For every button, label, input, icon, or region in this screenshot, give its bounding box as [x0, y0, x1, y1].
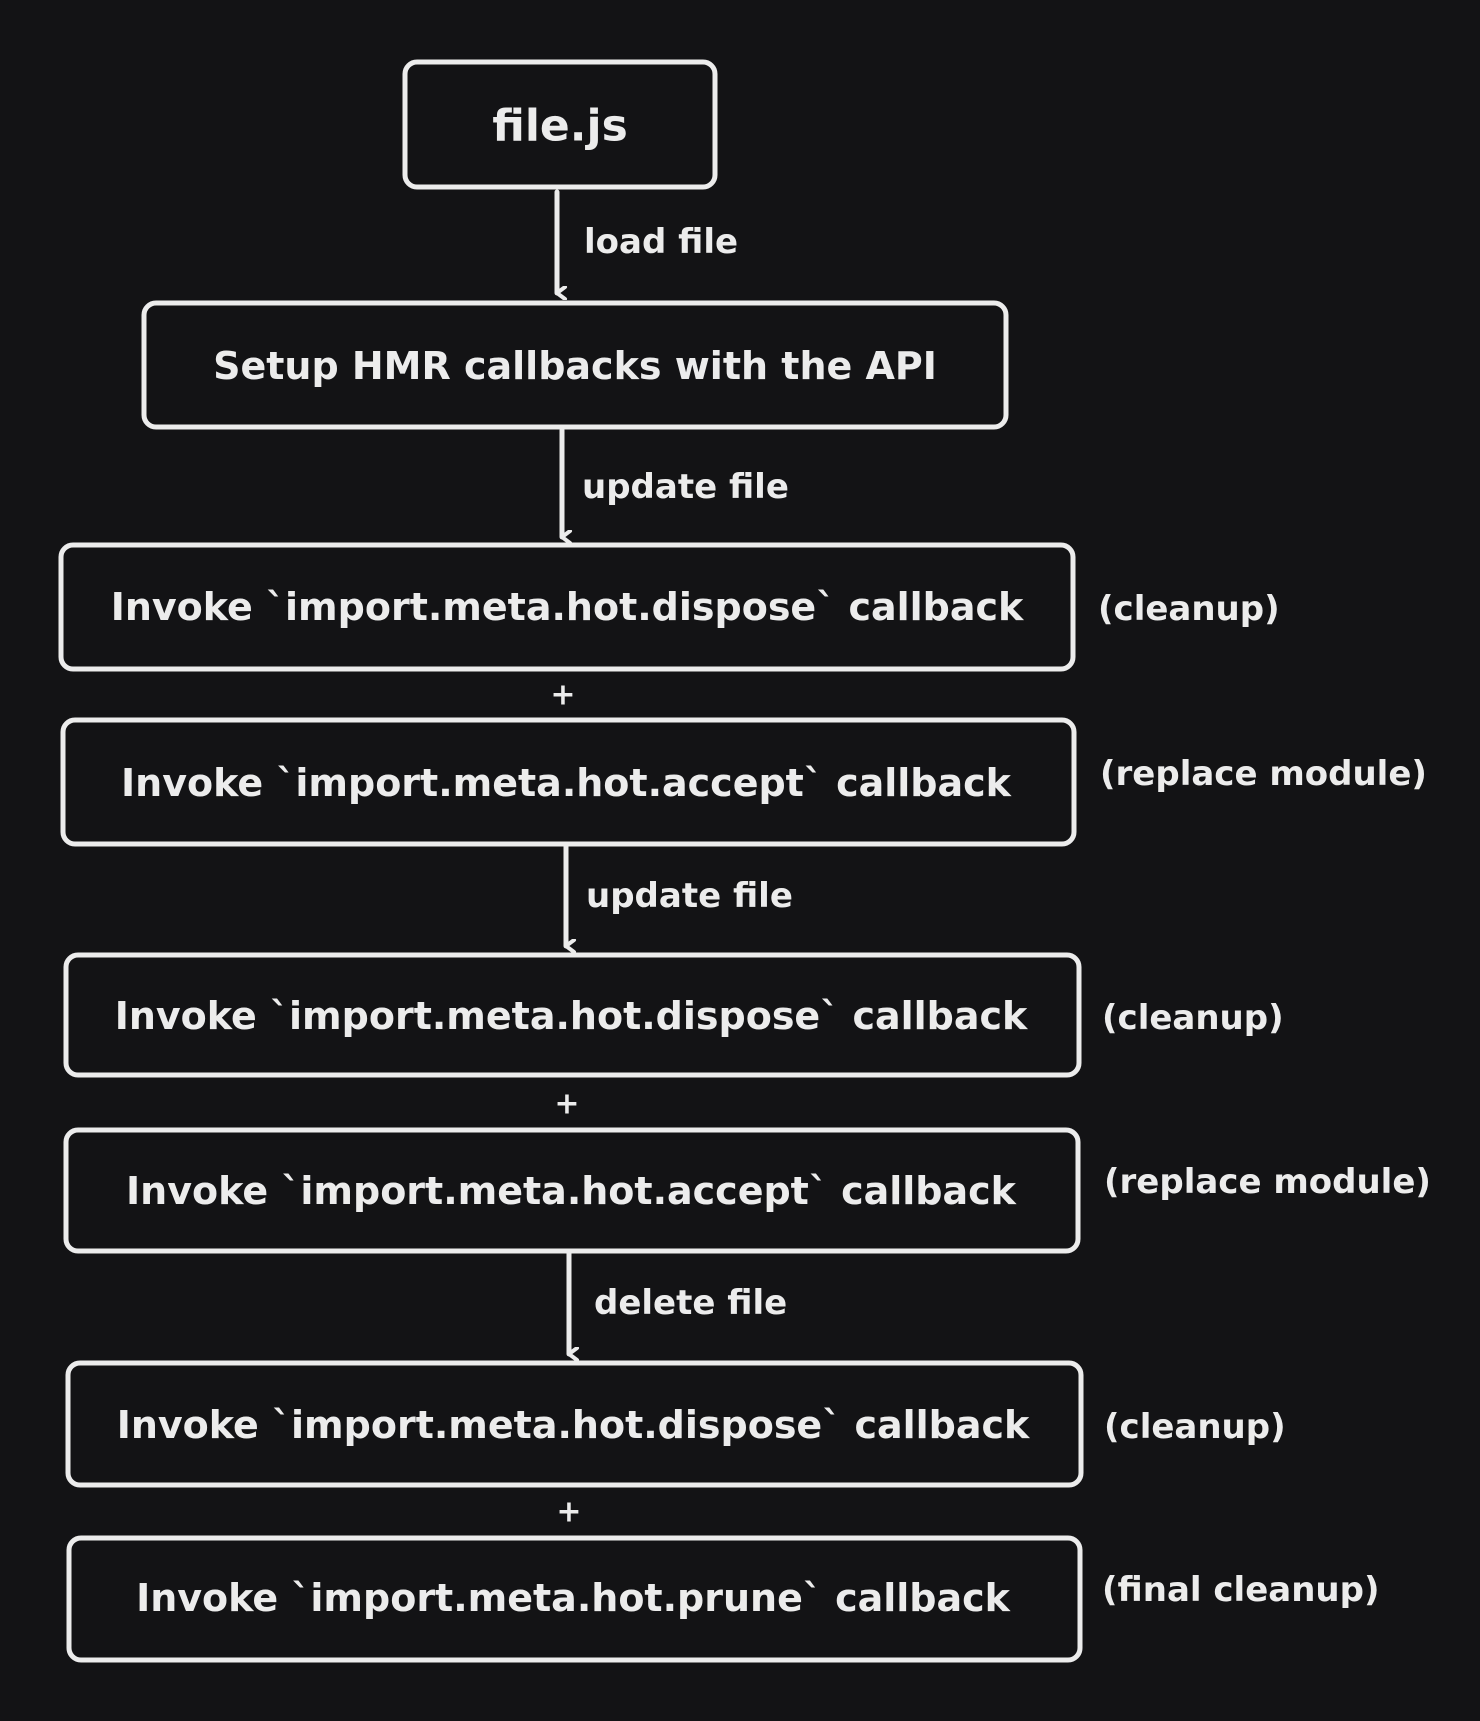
node-accept-1: Invoke `import.meta.hot.accept` callback — [60, 717, 1077, 847]
plus-sign-3: + — [556, 1495, 581, 1530]
edge-load-file: load file — [554, 189, 738, 293]
note-cleanup-3: (cleanup) — [1104, 1407, 1286, 1447]
edge-label-load-file: load file — [584, 222, 738, 262]
note-replace-module-1: (replace module) — [1100, 754, 1427, 794]
note-replace-module-2: (replace module) — [1104, 1162, 1431, 1202]
node-prune: Invoke `import.meta.hot.prune` callback — [66, 1535, 1083, 1663]
note-cleanup-1: (cleanup) — [1098, 589, 1280, 629]
node-label: Invoke `import.meta.hot.dispose` callbac… — [115, 994, 1028, 1038]
node-label: Invoke `import.meta.hot.dispose` callbac… — [117, 1403, 1030, 1447]
node-dispose-2: Invoke `import.meta.hot.dispose` callbac… — [63, 952, 1082, 1078]
plus-sign-2: + — [554, 1087, 579, 1122]
edge-label-delete-file: delete file — [594, 1283, 787, 1323]
plus-sign-1: + — [550, 678, 575, 713]
node-dispose-1: Invoke `import.meta.hot.dispose` callbac… — [58, 542, 1076, 672]
edge-update-file-2: update file — [563, 841, 793, 946]
edge-update-file-1: update file — [559, 427, 789, 537]
edge-label-update-file-2: update file — [586, 876, 793, 916]
node-file-js: file.js — [402, 59, 718, 190]
edge-delete-file: delete file — [566, 1249, 787, 1354]
note-cleanup-2: (cleanup) — [1102, 998, 1284, 1038]
node-label: Invoke `import.meta.hot.accept` callback — [121, 761, 1012, 805]
node-label: Invoke `import.meta.hot.prune` callback — [136, 1576, 1011, 1620]
node-setup-hmr: Setup HMR callbacks with the API — [141, 300, 1009, 430]
note-final-cleanup: (final cleanup) — [1102, 1570, 1379, 1610]
edge-label-update-file-1: update file — [582, 467, 789, 507]
node-label: file.js — [492, 101, 628, 152]
node-label: Invoke `import.meta.hot.dispose` callbac… — [111, 585, 1024, 629]
node-accept-2: Invoke `import.meta.hot.accept` callback — [63, 1127, 1081, 1254]
node-label: Invoke `import.meta.hot.accept` callback — [126, 1169, 1017, 1213]
node-dispose-3: Invoke `import.meta.hot.dispose` callbac… — [65, 1360, 1084, 1488]
node-label: Setup HMR callbacks with the API — [213, 344, 937, 388]
